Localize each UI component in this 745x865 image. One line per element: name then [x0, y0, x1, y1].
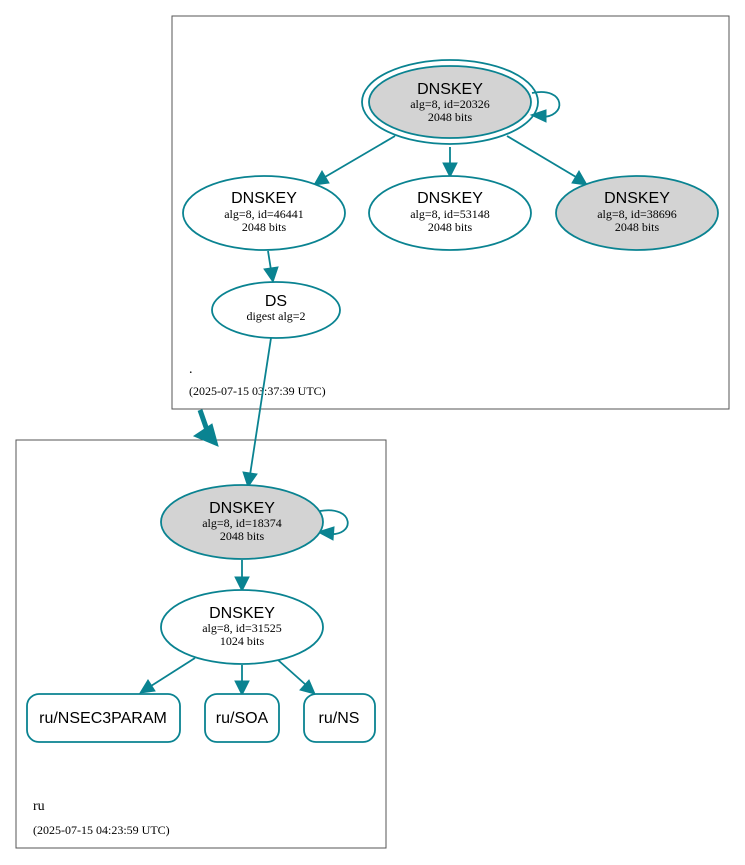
edge-46441-to-ds — [267, 250, 272, 271]
edge-root-ksk-self — [531, 91, 561, 118]
zone-root-timestamp: (2025-07-15 03:37:39 UTC) — [189, 384, 326, 398]
zone-root-label: . — [189, 362, 193, 377]
arrowhead — [139, 679, 156, 694]
node-body — [160, 589, 324, 665]
node-title: ru/NS — [319, 710, 360, 727]
arrowhead — [529, 109, 547, 123]
node-ru-soa[interactable]: ru/SOA — [204, 693, 280, 743]
node-title: DNSKEY — [604, 190, 670, 207]
node-title: DS — [265, 293, 287, 310]
node-dnskey-20326[interactable]: DNSKEY alg=8, id=20326 2048 bits — [361, 59, 539, 145]
node-title: DNSKEY — [231, 190, 297, 207]
zone-ru-label: ru — [33, 799, 45, 814]
node-bits: 2048 bits — [220, 529, 265, 543]
node-dnskey-18374[interactable]: DNSKEY alg=8, id=18374 2048 bits — [160, 484, 324, 560]
node-bits: 2048 bits — [242, 220, 287, 234]
node-alg-id: alg=8, id=31525 — [202, 621, 282, 635]
arrowhead — [234, 576, 250, 593]
arrowhead — [299, 679, 316, 695]
node-title: DNSKEY — [417, 81, 483, 98]
node-body — [211, 281, 341, 339]
node-alg-id: alg=8, id=46441 — [224, 207, 304, 221]
node-ru-nsec3param[interactable]: ru/NSEC3PARAM — [26, 693, 181, 743]
node-dnskey-53148[interactable]: DNSKEY alg=8, id=53148 2048 bits — [368, 175, 532, 251]
arrowhead — [234, 680, 250, 697]
node-bits: 2048 bits — [428, 110, 473, 124]
node-outer-ring — [361, 59, 539, 145]
node-body — [368, 65, 532, 139]
edge-root-ksk-to-46441 — [324, 135, 396, 178]
zone-ru-timestamp: (2025-07-15 04:23:59 UTC) — [33, 823, 170, 837]
arrowhead — [313, 170, 330, 186]
node-title: DNSKEY — [417, 190, 483, 207]
edge-delegation — [197, 409, 210, 431]
node-alg-id: alg=8, id=53148 — [410, 207, 490, 221]
node-body — [368, 175, 532, 251]
node-body — [182, 175, 346, 251]
node-dnskey-38696[interactable]: DNSKEY alg=8, id=38696 2048 bits — [555, 175, 719, 251]
node-alg-id: alg=8, id=18374 — [202, 516, 282, 530]
node-dnskey-46441[interactable]: DNSKEY alg=8, id=46441 2048 bits — [182, 175, 346, 251]
edge-zsk-to-ns — [277, 659, 307, 686]
arrowhead — [263, 266, 279, 284]
node-bits: 1024 bits — [220, 634, 265, 648]
node-dnskey-31525[interactable]: DNSKEY alg=8, id=31525 1024 bits — [160, 589, 324, 665]
node-bits: 2048 bits — [615, 220, 660, 234]
node-ru-ns[interactable]: ru/NS — [303, 693, 376, 743]
node-body — [303, 693, 376, 743]
arrowhead — [242, 471, 258, 489]
node-digest: digest alg=2 — [246, 309, 305, 323]
node-title: DNSKEY — [209, 605, 275, 622]
node-body — [555, 175, 719, 251]
node-ds[interactable]: DS digest alg=2 — [211, 281, 341, 339]
node-body — [160, 484, 324, 560]
node-title: DNSKEY — [209, 500, 275, 517]
node-alg-id: alg=8, id=38696 — [597, 207, 677, 221]
node-body — [26, 693, 181, 743]
node-bits: 2048 bits — [428, 220, 473, 234]
arrowhead — [442, 162, 458, 179]
node-title: ru/NSEC3PARAM — [39, 710, 167, 727]
edge-zsk-to-nsec3param — [150, 657, 196, 687]
arrowhead — [316, 526, 335, 541]
node-alg-id: alg=8, id=20326 — [410, 97, 490, 111]
node-body — [204, 693, 280, 743]
edge-ru-ksk-self — [319, 509, 349, 535]
arrowhead — [192, 423, 219, 447]
node-title: ru/SOA — [216, 710, 269, 727]
arrowhead — [571, 170, 588, 186]
edge-ds-to-ru-ksk — [249, 337, 272, 476]
edge-root-ksk-to-38696 — [506, 135, 577, 178]
edges — [139, 91, 588, 697]
